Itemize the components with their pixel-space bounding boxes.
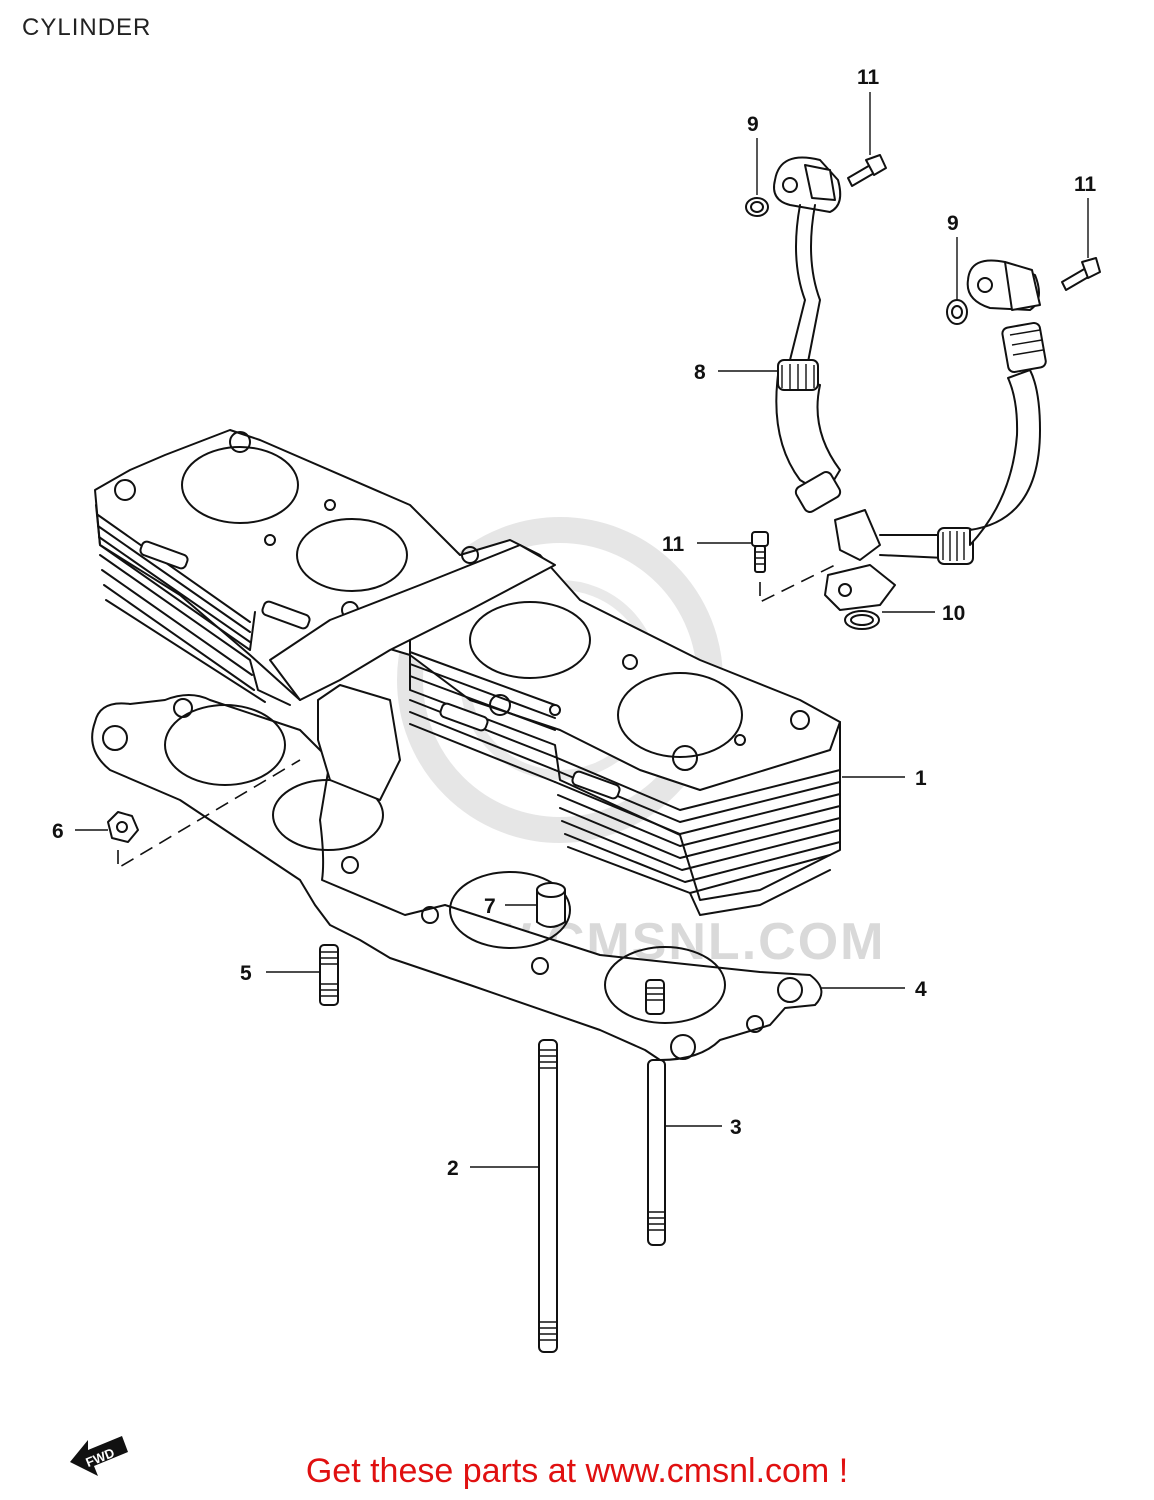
- callout-9-left: 9: [747, 113, 759, 136]
- dowel-pin: [536, 882, 566, 928]
- stud-bolt-short: [319, 944, 339, 1006]
- cylinder-block: [94, 429, 841, 916]
- alignment-line-11: [759, 564, 836, 604]
- callout-7: 7: [484, 895, 496, 918]
- o-ring-left: [745, 197, 769, 217]
- callout-labels: 1 2 3 4 5 6 7 8 9 9 10 11 11 11: [52, 66, 1097, 1180]
- bolt-right: [1061, 257, 1101, 291]
- bolt-tee: [751, 531, 769, 573]
- callout-5: 5: [240, 962, 252, 985]
- callout-2: 2: [447, 1157, 459, 1180]
- stud-bolt-medium: [647, 1059, 666, 1246]
- callout-8: 8: [694, 361, 706, 384]
- callout-11-upper: 11: [857, 66, 880, 89]
- stud-bolt-gasket: [645, 979, 665, 1015]
- o-ring-right: [946, 299, 968, 325]
- callout-6: 6: [52, 820, 64, 843]
- bolt-upper: [847, 154, 887, 187]
- callout-10: 10: [942, 602, 965, 625]
- callout-11-right: 11: [1074, 173, 1097, 196]
- stud-bolt-long: [538, 1039, 558, 1353]
- callout-1: 1: [915, 767, 927, 790]
- page-title: CYLINDER: [22, 14, 152, 41]
- callout-4: 4: [915, 978, 927, 1001]
- o-ring-tee: [844, 610, 880, 630]
- alignment-line-6: [117, 759, 301, 870]
- nut: [107, 811, 139, 843]
- callout-leaders: [75, 92, 1089, 1168]
- parts-link[interactable]: Get these parts at www.cmsnl.com !: [0, 1452, 1154, 1491]
- cylinder-base-gasket: [91, 694, 823, 1061]
- oil-hose-assembly: [773, 156, 1047, 611]
- callout-9-right: 9: [947, 212, 959, 235]
- parts-link-text: Get these parts at www.cmsnl.com !: [305, 1452, 849, 1490]
- callout-3: 3: [730, 1116, 742, 1139]
- callout-11-tee: 11: [662, 533, 685, 556]
